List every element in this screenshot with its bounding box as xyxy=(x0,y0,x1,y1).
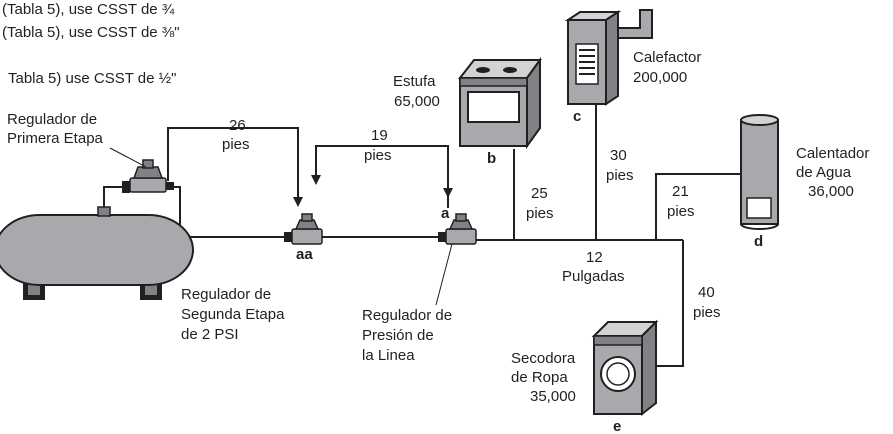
note-line-1: (Tabla 5), use CSST de ¾ xyxy=(2,1,175,18)
note-line-3: Tabla 5) use CSST de ½" xyxy=(8,70,176,87)
line-pressure-label-3: la Linea xyxy=(362,347,415,364)
second-stage-label-1: Regulador de xyxy=(181,286,271,303)
first-stage-label-2: Primera Etapa xyxy=(7,130,104,147)
length-21-unit: pies xyxy=(667,203,695,220)
length-30: 30 xyxy=(610,147,627,164)
water-heater-name-1: Calentador xyxy=(796,145,869,162)
first-stage-regulator-icon xyxy=(122,159,174,193)
length-40-unit: pies xyxy=(693,304,721,321)
second-stage-regulator-icon xyxy=(284,213,323,245)
stove-name: Estufa xyxy=(393,73,436,90)
length-19-unit: pies xyxy=(364,147,392,164)
propane-tank-icon xyxy=(0,206,194,300)
water-heater-name-2: de Agua xyxy=(796,164,852,181)
second-stage-label-2: Segunda Etapa xyxy=(181,306,285,323)
tag-b: b xyxy=(487,150,496,167)
tag-c: c xyxy=(573,108,581,125)
tag-aa: aa xyxy=(296,246,313,263)
length-40: 40 xyxy=(698,284,715,301)
line-pressure-regulator-icon xyxy=(438,213,477,245)
length-26-unit: pies xyxy=(222,136,250,153)
furnace-icon xyxy=(564,9,653,106)
dryer-icon xyxy=(591,319,659,417)
dryer-btu: 35,000 xyxy=(530,388,576,405)
line-pressure-label-2: Presión de xyxy=(362,327,434,344)
tag-e: e xyxy=(613,418,621,434)
length-19: 19 xyxy=(371,127,388,144)
stove-btu: 65,000 xyxy=(394,93,440,110)
furnace-name: Calefactor xyxy=(633,49,701,66)
dryer-name-2: de Ropa xyxy=(511,369,568,386)
first-stage-label-1: Regulador de xyxy=(7,111,97,128)
second-stage-label-3: de 2 PSI xyxy=(181,326,239,343)
length-25: 25 xyxy=(531,185,548,202)
water-heater-btu: 36,000 xyxy=(808,183,854,200)
furnace-btu: 200,000 xyxy=(633,69,687,86)
stove-icon xyxy=(457,56,542,150)
length-21: 21 xyxy=(672,183,689,200)
length-12: 12 xyxy=(586,249,603,266)
length-30-unit: pies xyxy=(606,167,634,184)
tag-d: d xyxy=(754,233,763,250)
water-heater-icon xyxy=(740,114,779,230)
length-26: 26 xyxy=(229,117,246,134)
length-12-unit: Pulgadas xyxy=(562,268,625,285)
dryer-name-1: Secodora xyxy=(511,350,576,367)
note-line-2: (Tabla 5), use CSST de ⅜" xyxy=(2,24,180,41)
line-pressure-label-1: Regulador de xyxy=(362,307,452,324)
tag-a: a xyxy=(441,205,450,222)
length-25-unit: pies xyxy=(526,205,554,222)
